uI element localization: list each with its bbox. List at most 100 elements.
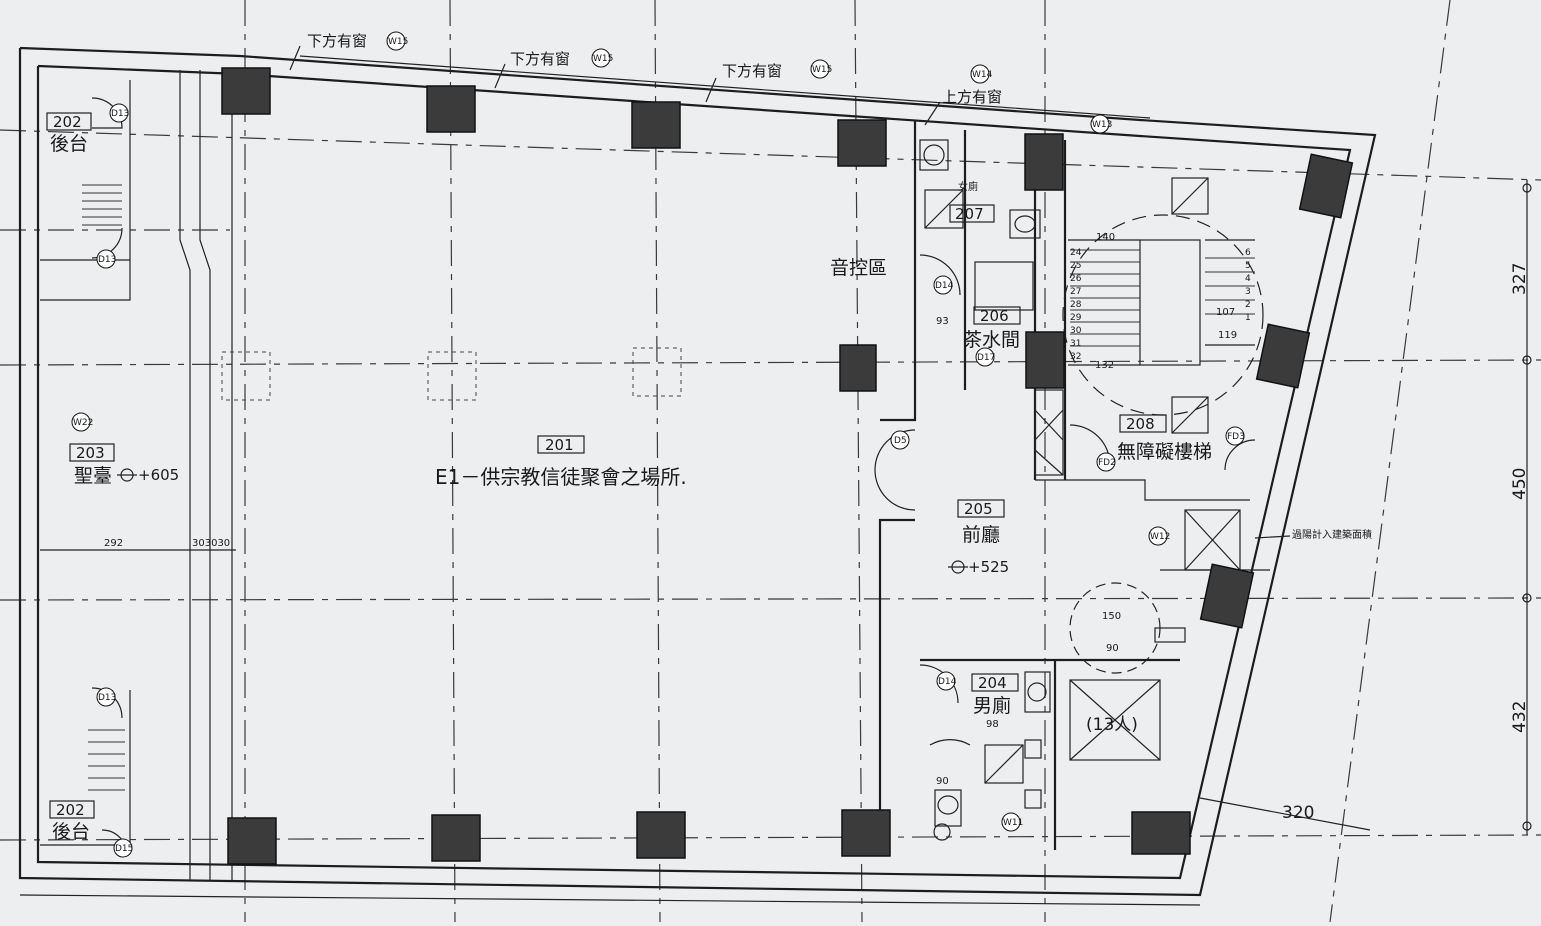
column	[1199, 563, 1255, 629]
room-number: 205	[964, 500, 993, 518]
hall-description: E1－供宗教信徒聚會之場所.	[435, 465, 687, 489]
column	[1255, 323, 1311, 389]
window-note: 下方有窗	[510, 50, 570, 68]
step-number: 25	[1070, 261, 1081, 271]
step-number: 2	[1245, 300, 1251, 310]
room-name: 後台	[52, 821, 90, 843]
right-dimension-chain	[1199, 180, 1532, 835]
column	[837, 119, 887, 167]
urinal	[1024, 739, 1042, 759]
area-annotation: 過陽計入建築面積	[1254, 528, 1372, 541]
dimension: 107	[1216, 307, 1235, 318]
dimension: 320	[1282, 803, 1314, 823]
door-tag: D14	[938, 677, 957, 687]
annotation-text: 過陽計入建築面積	[1292, 528, 1372, 541]
room-name: 女廁	[958, 180, 978, 193]
window-tag: W13	[1092, 120, 1112, 130]
dimension: 132	[1095, 360, 1114, 371]
column	[221, 67, 271, 115]
step-number: 5	[1245, 261, 1251, 271]
counter	[974, 261, 1034, 311]
window-notes: 下方有窗 下方有窗 下方有窗 上方有窗	[289, 32, 1002, 126]
room-labels: 202 後台 203 聖臺 +605 202 後台 201 E1－供宗教信徒聚會…	[46, 112, 1212, 843]
room-number: 206	[980, 307, 1009, 325]
column	[636, 811, 686, 859]
dimension: 119	[1218, 330, 1237, 341]
dimension: 432	[1510, 701, 1530, 733]
dimension: 327	[1510, 263, 1530, 295]
step-number: 28	[1070, 300, 1082, 310]
step-number: 1	[1245, 313, 1251, 323]
window-tag: W22	[73, 418, 93, 428]
door-tag: D13	[111, 109, 129, 119]
outer-walls	[18, 46, 1377, 906]
window-note: 下方有窗	[722, 62, 782, 80]
dimension: 292	[104, 538, 123, 549]
window-tag: W15	[593, 54, 613, 64]
step-number: 26	[1070, 274, 1082, 284]
window-note: 上方有窗	[942, 88, 1002, 106]
fixtures	[919, 139, 1186, 841]
dimension: 303030	[192, 538, 230, 549]
room-number: 208	[1126, 415, 1155, 433]
window-tag: W15	[388, 37, 408, 47]
door-tag: FD3	[1227, 432, 1245, 442]
column	[431, 814, 481, 862]
window-note: 下方有窗	[307, 32, 367, 50]
step-number: 6	[1245, 248, 1251, 258]
door-tag: D5	[894, 436, 907, 446]
column	[839, 344, 877, 392]
room-number: 204	[978, 674, 1007, 692]
room-name: 無障礙樓梯	[1117, 441, 1212, 463]
columns	[221, 67, 1354, 865]
column	[426, 85, 476, 133]
step-number: 29	[1070, 313, 1082, 323]
dimension: 140	[1096, 232, 1115, 243]
step-number: 32	[1070, 352, 1081, 362]
door-tag: D17	[977, 353, 995, 363]
room-number: 201	[545, 436, 574, 454]
door-tag: D13	[98, 255, 116, 265]
step-number: 3	[1245, 287, 1251, 297]
window-tag: W11	[1003, 818, 1023, 828]
window-tag: W15	[812, 65, 832, 75]
level-mark: +525	[968, 558, 1009, 576]
stair-step-numbers: 24 25 26 27 28 29 30 31 32 6 5 4 3 2 1	[1070, 248, 1251, 362]
column	[1131, 811, 1191, 855]
room-number: 202	[53, 113, 82, 131]
dimension: 90	[936, 776, 949, 787]
dashed-outlines	[221, 347, 682, 401]
room-name: 茶水間	[963, 329, 1020, 351]
dimension: 150	[1102, 611, 1121, 622]
column	[841, 809, 891, 857]
dimension: 90	[1106, 643, 1119, 654]
window-tag: W14	[972, 70, 993, 80]
room-number: 207	[955, 205, 984, 223]
room-name: 聖臺	[74, 465, 112, 487]
toilet	[1009, 209, 1041, 239]
room-number: 203	[76, 444, 105, 462]
step-number: 27	[1070, 287, 1081, 297]
room-name: 前廳	[962, 524, 1000, 546]
column	[1024, 133, 1064, 191]
dimension: 98	[986, 719, 999, 730]
main-dimensions: 327 450 432 320	[1282, 263, 1530, 823]
level-mark: +605	[138, 466, 179, 484]
room-name: 後台	[50, 133, 88, 155]
small-dimensions: 292 303030 93 140 107 119 132 150 90 98 …	[40, 232, 1237, 787]
elevator-capacity: (13人)	[1086, 715, 1138, 735]
door-tag: FD2	[1098, 458, 1116, 468]
tags: W15 W15 W15 W14 W13 W22 W12 W11 D13 D13 …	[71, 31, 1245, 858]
column	[1298, 153, 1354, 219]
urinal	[1024, 789, 1042, 809]
room-number: 202	[56, 801, 85, 819]
column	[227, 817, 277, 865]
window-tag: W12	[1150, 532, 1170, 542]
column	[631, 101, 681, 149]
step-number: 30	[1070, 326, 1082, 336]
step-number: 31	[1070, 339, 1081, 349]
dimension: 450	[1510, 468, 1530, 500]
